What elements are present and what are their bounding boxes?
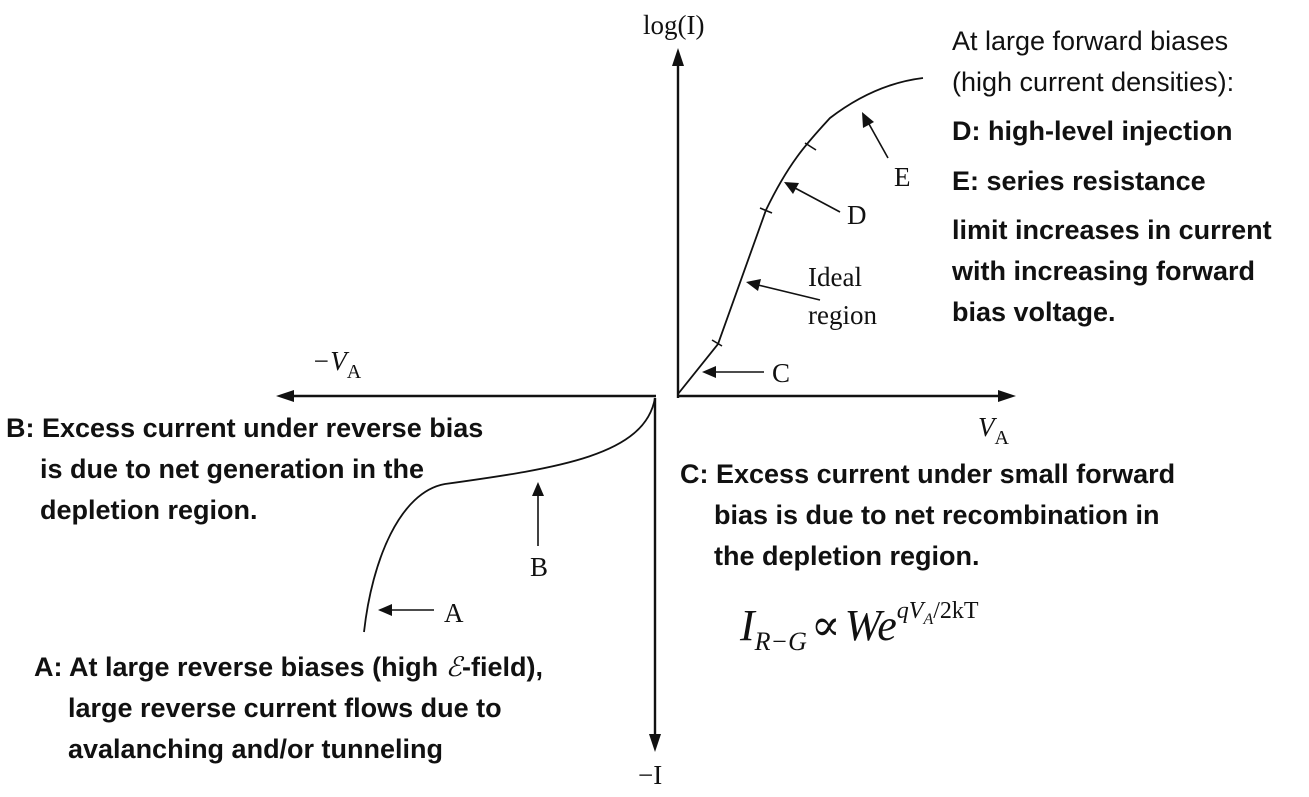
- y-axis-bottom-label: −I: [638, 760, 662, 790]
- c-note-line3: the depletion region.: [714, 541, 980, 571]
- region-label-d: D: [847, 200, 867, 230]
- x-axis-right-label: VA: [978, 412, 1010, 449]
- y-axis-arrowhead-down: [649, 734, 661, 752]
- c-note-line2: bias is due to net recombination in: [714, 500, 1160, 530]
- forward-note-rest3: bias voltage.: [952, 297, 1116, 327]
- x-axis-left-label: −VA: [312, 346, 362, 383]
- x-axis-arrowhead-right: [998, 390, 1016, 402]
- b-note-line2: is due to net generation in the: [40, 454, 424, 484]
- c-arrowhead: [702, 366, 716, 378]
- forward-note-line2: (high current densities):: [952, 67, 1234, 97]
- b-note-line1: B: Excess current under reverse bias: [6, 413, 483, 443]
- c-note-line1: C: Excess current under small forward: [680, 459, 1175, 489]
- curve-tick-d-e: [804, 142, 817, 151]
- e-arrow: [868, 123, 889, 159]
- a-arrowhead: [378, 604, 392, 616]
- region-label-a: A: [444, 598, 464, 628]
- ideal-region-arrowhead: [746, 279, 761, 291]
- forward-note-rest2: with increasing forward: [951, 256, 1255, 286]
- y-axis-arrowhead-up: [672, 48, 684, 66]
- reverse-iv-curve: [363, 397, 656, 633]
- forward-iv-curve: [677, 77, 924, 395]
- d-arrow: [794, 187, 841, 213]
- forward-note-rest1: limit increases in current: [952, 215, 1272, 245]
- ideal-label-line1: Ideal: [808, 262, 862, 292]
- curve-tick-c: [711, 339, 723, 347]
- curve-tick-ideal-d: [759, 207, 773, 214]
- region-label-e: E: [894, 162, 911, 192]
- a-note-line3: avalanching and/or tunneling: [68, 734, 443, 764]
- forward-note-d: D: high-level injection: [952, 116, 1233, 146]
- ideal-label-line2: region: [808, 300, 877, 330]
- region-label-c: C: [772, 358, 790, 388]
- y-axis-top-label: log(I): [643, 10, 704, 40]
- e-arrowhead: [862, 112, 874, 128]
- d-arrowhead: [784, 182, 799, 194]
- forward-note-line1: At large forward biases: [952, 26, 1228, 56]
- a-note-line2: large reverse current flows due to: [68, 693, 502, 723]
- region-label-b: B: [530, 552, 548, 582]
- b-arrowhead: [532, 482, 544, 496]
- b-note-line3: depletion region.: [40, 495, 258, 525]
- rg-current-formula: IR−G∝WeqVA/2kT: [739, 598, 979, 656]
- forward-note-e: E: series resistance: [952, 166, 1206, 196]
- ideal-region-arrow: [757, 284, 821, 301]
- x-axis-arrowhead-left: [276, 390, 294, 402]
- a-note-line1: A: At large reverse biases (high ℰ-field…: [34, 652, 543, 683]
